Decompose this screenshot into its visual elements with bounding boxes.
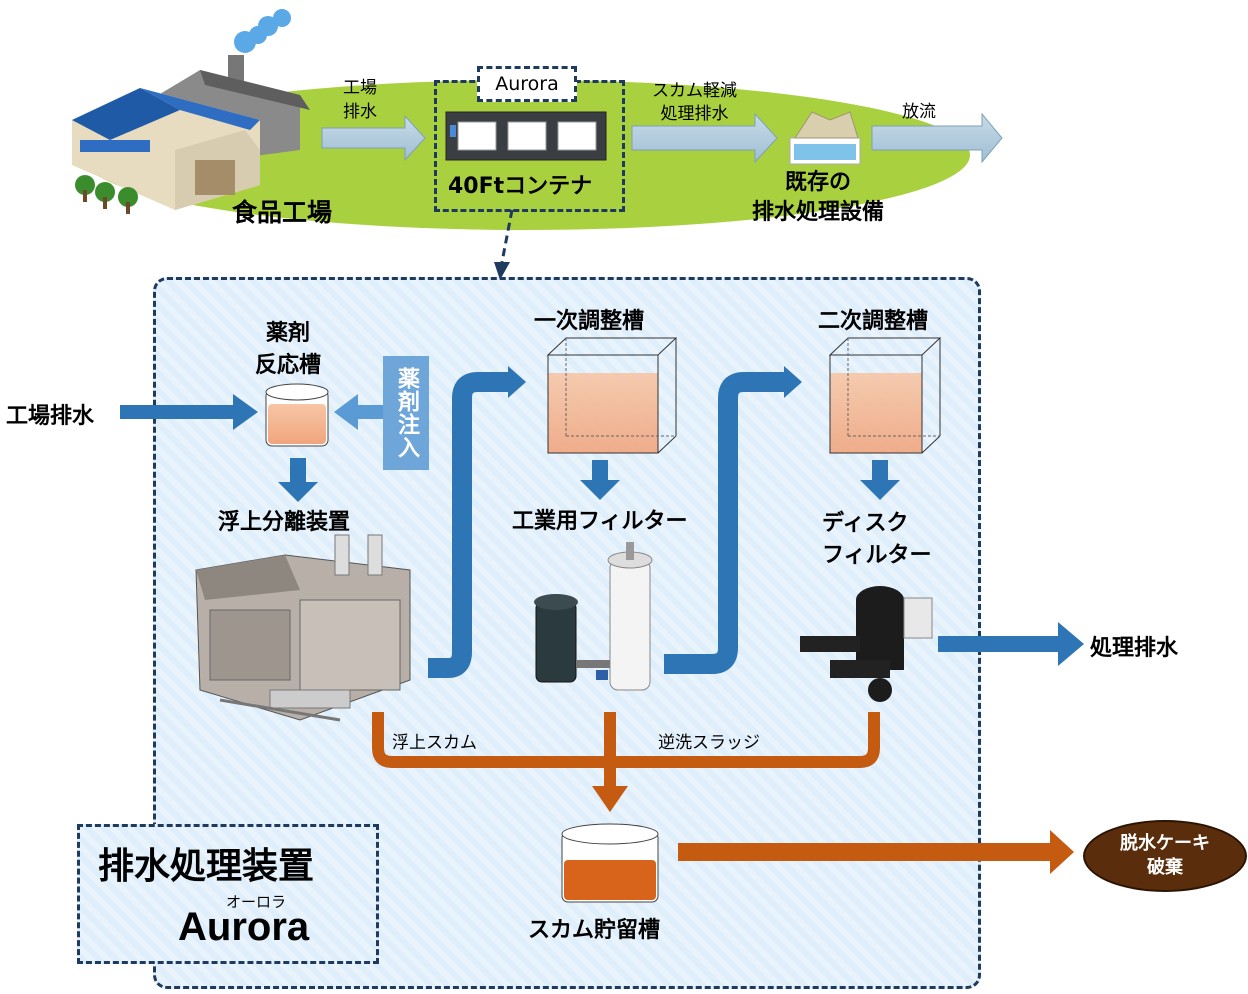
primary-adjust-tank <box>546 337 678 454</box>
existing-facility-illustration <box>789 111 861 165</box>
primary-tank-label: 一次調整槽 <box>534 309 645 334</box>
cake-label: 脱水ケーキ 破棄 <box>1120 833 1210 878</box>
discharge-label: 放流 <box>902 102 936 122</box>
system-brand: Aurora <box>178 905 310 949</box>
primary-to-filter-arrow <box>580 460 620 500</box>
factory-illustration <box>72 9 310 214</box>
flotation-label: 浮上分離装置 <box>218 510 351 535</box>
factory-label: 食品工場 <box>232 198 333 227</box>
flotation-unit-illustration <box>195 534 411 722</box>
container-detail-connector <box>500 209 514 263</box>
backwash-label: 逆洗スラッジ <box>658 733 760 753</box>
filter-to-secondary-pipe <box>664 372 784 674</box>
disc-filter-illustration <box>800 586 933 702</box>
chem-reaction-tank <box>265 383 329 447</box>
dehydrated-cake-badge: 脱水ケーキ 破棄 <box>1083 820 1247 892</box>
discharge-arrow <box>871 112 1003 164</box>
container-label: 40Ftコンテナ <box>448 174 593 199</box>
scum-reduced-label: スカム軽減 処理排水 <box>652 81 737 124</box>
secondary-tank-label: 二次調整槽 <box>818 309 929 334</box>
system-ruby: オーロラ <box>226 893 287 911</box>
factory-drain-arrow <box>321 114 426 162</box>
system-name-box: 排水処理装置 オーロラ Aurora <box>77 824 379 964</box>
industrial-filter-illustration <box>534 542 653 691</box>
input-arrow <box>120 394 258 430</box>
chem-inject-label: 薬剤注入 <box>383 356 429 470</box>
scum-collection-line <box>372 712 880 768</box>
tank-to-flotation-arrow <box>278 458 318 502</box>
chem-inject-arrow <box>334 394 383 430</box>
factory-drain-label: 工場 排水 <box>343 78 377 122</box>
system-name: 排水処理装置 <box>98 846 315 887</box>
scum-reduced-arrow <box>631 112 778 164</box>
input-label: 工場排水 <box>6 404 95 429</box>
output-arrow <box>938 622 1084 666</box>
disc-filter-label: ディスク フィルター <box>822 511 932 568</box>
flotation-to-primary-pipe <box>428 372 508 678</box>
float-scum-label: 浮上スカム <box>392 733 477 753</box>
scum-storage-tank <box>561 823 659 903</box>
industrial-filter-label: 工業用フィルター <box>512 509 688 534</box>
secondary-adjust-tank <box>828 337 942 454</box>
secondary-to-disc-arrow <box>860 460 900 500</box>
output-label: 処理排水 <box>1090 636 1179 661</box>
scum-tank-label: スカム貯留槽 <box>528 918 661 943</box>
chem-tank-label: 薬剤 反応槽 <box>255 321 322 378</box>
aurora-tag: Aurora <box>477 66 577 102</box>
cake-arrow <box>678 830 1074 874</box>
existing-facility-label: 既存の 排水処理設備 <box>752 170 885 225</box>
container-illustration <box>445 111 607 161</box>
